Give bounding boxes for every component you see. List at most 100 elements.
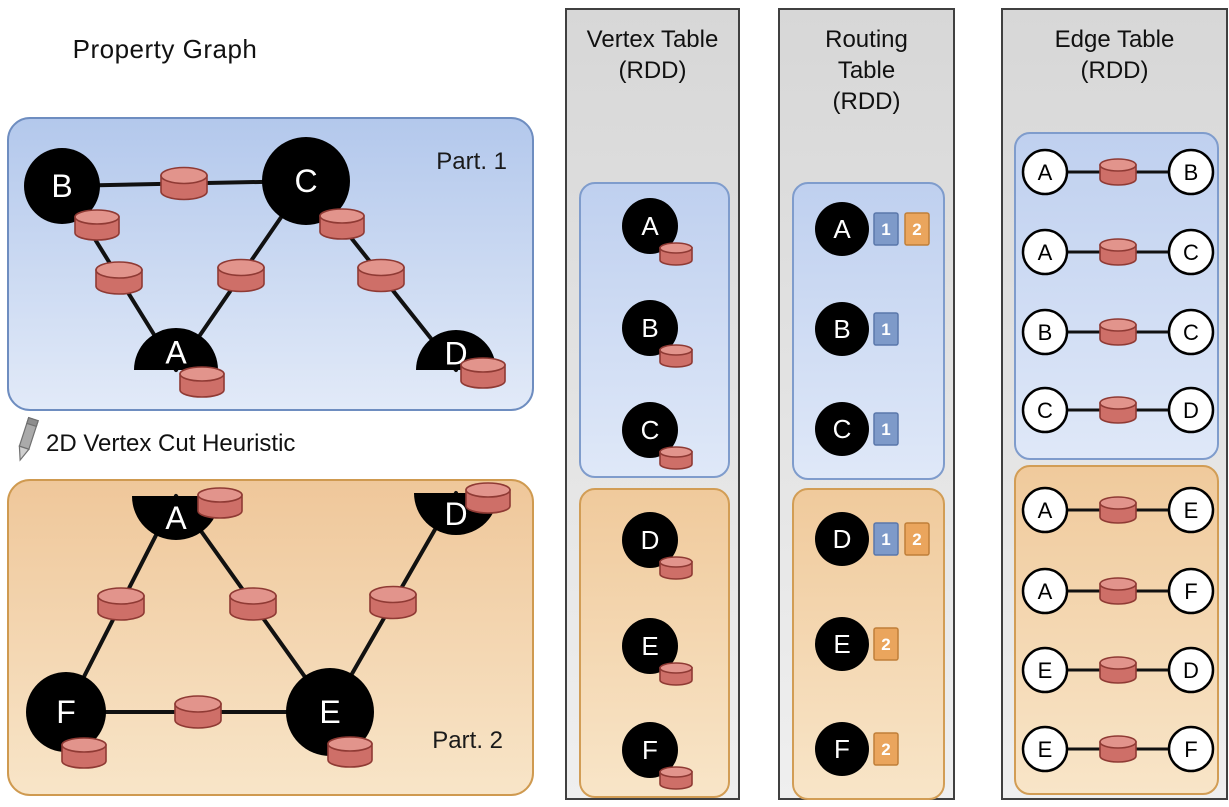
vertex-label: B [1184, 160, 1199, 185]
vertex-label: E [1038, 658, 1053, 683]
partition-box [7, 117, 534, 411]
vertex-F: F [815, 722, 869, 776]
routing-table-title: Routing Table (RDD) [825, 26, 908, 116]
vertex-label: F [834, 734, 850, 764]
vertex-property-icon [460, 357, 506, 389]
vertex-label: D [1183, 658, 1199, 683]
vertex-label: A [833, 214, 851, 244]
vertex-label: A [165, 335, 187, 371]
partition-box [7, 479, 534, 796]
badge-number: 2 [912, 220, 921, 239]
edge-property-icon [369, 585, 417, 620]
vertex-D: D [622, 512, 678, 568]
vertex-A: A [134, 328, 218, 371]
vertex-label: D [833, 524, 852, 554]
vertex-entry-F: F [622, 722, 693, 790]
vertex-entry-B: B [622, 300, 693, 368]
vertex-label: C [1037, 398, 1053, 423]
vertex-label: F [1184, 737, 1197, 762]
vertex-A: A [1021, 567, 1069, 615]
vertex-E: E [622, 618, 678, 674]
vertex-property-icon [74, 209, 120, 241]
vertex-C: C [1167, 228, 1215, 276]
vertex-B: B [1167, 148, 1215, 196]
vertex-label: F [642, 735, 658, 765]
vertex-label: B [833, 314, 850, 344]
vertex-A: A [622, 198, 678, 254]
vertex-label: F [56, 694, 76, 730]
edge-property-icon [1099, 318, 1137, 346]
vertex-property-icon [179, 366, 225, 398]
vertex-label: A [1038, 579, 1053, 604]
vertex-C: C [262, 137, 350, 225]
vertex-property-icon [659, 446, 693, 470]
vertex-property-icon [319, 208, 365, 240]
partition-badge-2: 2 [904, 522, 930, 556]
vertex-D: D [815, 512, 869, 566]
vertex-label: E [319, 694, 340, 730]
vertex-C: C [1021, 386, 1069, 434]
vertex-property-icon [659, 242, 693, 266]
edge-property-icon [357, 258, 405, 293]
vertex-label: B [641, 313, 658, 343]
vertex-entry-C: C [622, 402, 693, 470]
vertex-label: A [165, 500, 187, 536]
vertex-label: A [641, 211, 659, 241]
edge-property-icon [217, 258, 265, 293]
vertex-label: C [294, 163, 317, 199]
edge-property-icon [1099, 735, 1137, 763]
vertex-C: C [815, 402, 869, 456]
vertex-entry-A: A [622, 198, 693, 266]
vertex-F: F [1167, 567, 1215, 615]
vertex-label: C [1183, 320, 1199, 345]
vertex-entry-E: E [622, 618, 693, 686]
partition-badge-1: 1 [873, 412, 899, 446]
vertex-A: A [815, 202, 869, 256]
vertex-label: E [1184, 498, 1199, 523]
badge-number: 2 [912, 530, 921, 549]
partition-label: Part. 2 [432, 727, 503, 754]
vertex-D: D [1167, 646, 1215, 694]
partition-badge-1: 1 [873, 522, 899, 556]
vertex-label: A [1038, 160, 1053, 185]
partition-badge-1: 1 [873, 312, 899, 346]
vertex-E: E [1021, 646, 1069, 694]
vertex-C: C [622, 402, 678, 458]
partition-label: Part. 1 [436, 148, 507, 175]
vertex-C: C [1167, 308, 1215, 356]
edge-property-icon [229, 587, 277, 621]
vertex-E: E [1021, 725, 1069, 773]
vertex-B: B [815, 302, 869, 356]
badge-number: 1 [881, 320, 890, 339]
vertex-property-icon [327, 736, 373, 768]
property-graph-title: Property Graph [72, 34, 258, 64]
vertex-B: B [622, 300, 678, 356]
vertex-property-icon [197, 487, 243, 519]
edge-table-title: Edge Table (RDD) [1054, 26, 1175, 85]
vertex-property-icon [659, 556, 693, 580]
partition-badge-2: 2 [873, 627, 899, 661]
vertex-D: D [1167, 386, 1215, 434]
heuristic-label: 2D Vertex Cut Heuristic [46, 430, 296, 457]
vertex-property-icon [659, 344, 693, 368]
vertex-A: A [1021, 486, 1069, 534]
vertex-label: E [833, 629, 850, 659]
edge-property-icon [1099, 496, 1137, 524]
badge-number: 1 [881, 530, 890, 549]
vertex-property-icon [61, 737, 107, 769]
vertex-label: E [641, 631, 658, 661]
vertex-label: A [1038, 240, 1053, 265]
vertex-property-icon [659, 662, 693, 686]
vertex-label: F [1184, 579, 1197, 604]
